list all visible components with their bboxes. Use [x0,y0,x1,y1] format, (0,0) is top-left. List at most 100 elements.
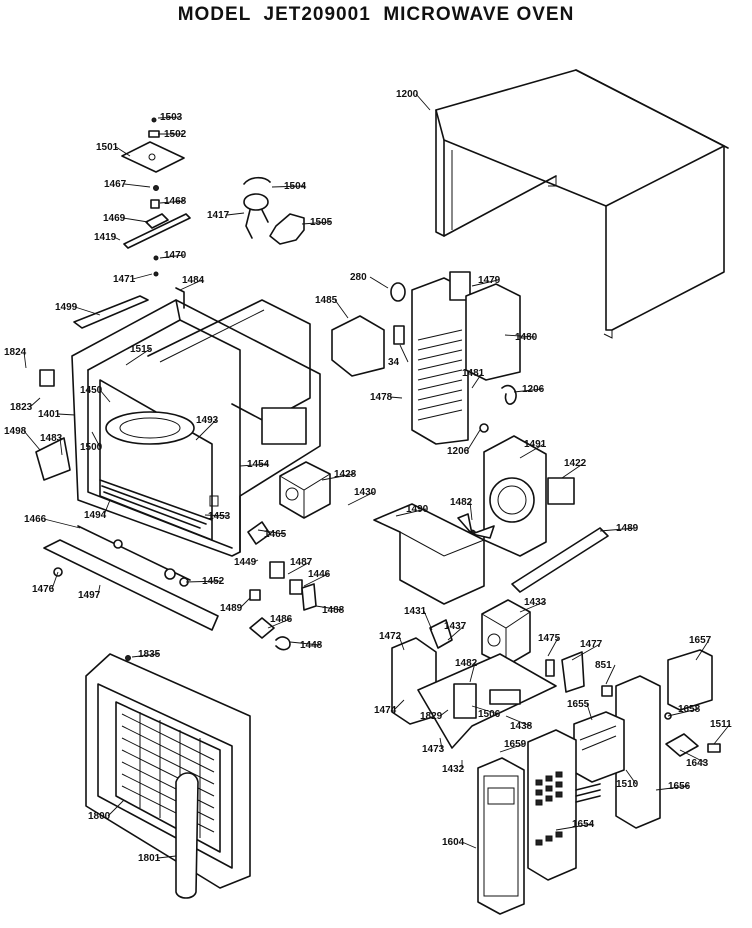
floor-strip-1497 [43,539,219,631]
part-label-p1657: 1657 [689,635,712,646]
part-label-p1417: 1417 [207,210,230,221]
part-label-p851: 851 [595,660,612,671]
part-label-p1501: 1501 [96,142,119,153]
part-label-p1489: 1489 [616,523,639,534]
leader-line-p1501 [115,146,131,157]
back-panel [411,271,521,445]
leader-line-p1486 [267,618,291,629]
leader-line-p1206 [513,388,543,393]
leader-line-p1482 [469,501,473,521]
part-label-p1494: 1494 [84,510,107,521]
handle-1801 [175,772,199,899]
part-label-p1483: 1483 [40,433,63,444]
part-label-p1437: 1437 [444,621,467,632]
door-switch-parts [247,521,317,651]
leader-line-p1431 [423,610,433,631]
door-1800 [85,653,251,889]
lamp-280 [390,282,406,302]
part-label-p1490: 1490 [406,504,429,515]
leader-line-p1468 [159,200,185,204]
leader-line-p1499 [74,306,101,316]
leader-line-p1643 [679,749,707,764]
part-label-p1466: 1466 [24,514,47,525]
part-label-p1471: 1471 [113,274,136,285]
part-label-p1422: 1422 [564,458,587,469]
part-label-p1493: 1493 [196,415,219,426]
leader-line-p1491 [519,443,545,459]
part-label-p1476: 1476 [32,584,55,595]
leader-line-p1438 [505,715,531,727]
leader-line-p1428 [321,473,355,481]
leader-line-p1654 [555,823,593,831]
leader-line-p1497 [97,584,101,596]
leader-line-p1422 [561,462,585,479]
part-label-p1432: 1432 [442,764,465,775]
part-label-p1452: 1452 [202,576,225,587]
top-small-parts [121,117,191,277]
part-label-p1446: 1446 [308,569,331,580]
leader-line-p1482b [469,662,476,683]
leader-line-p1449 [253,559,259,563]
leader-line-p1498 [23,430,41,451]
part-label-p1824: 1824 [4,347,27,358]
leader-line-p1446 [303,573,329,587]
part-label-p1497: 1497 [78,590,101,601]
leader-line-p1489 [599,527,637,532]
part-label-p1200: 1200 [396,89,419,100]
part-label-p1438: 1438 [510,721,533,732]
leader-line-p1835 [131,653,159,658]
leader-line-p1466 [43,518,81,529]
leader-line-p1504 [271,185,305,188]
leader-line-p1489b [239,597,251,609]
leader-line-p1655 [586,703,593,721]
part-label-p1801: 1801 [138,853,161,864]
leader-line-p1506 [471,705,499,715]
bracket-1823 [39,369,55,387]
leader-line-p1505 [301,221,331,225]
part-label-p1659: 1659 [504,739,527,750]
leader-line-p1419 [113,236,121,241]
button-1643 [665,733,699,757]
leader-line-p1481 [471,372,483,389]
leader-line-p1450 [99,389,111,403]
leader-line-p1823 [29,397,41,408]
part-label-p1453: 1453 [208,511,231,522]
leader-line-p1475 [547,637,559,657]
leader-line-p1658 [667,708,699,717]
part-1477 [561,651,585,693]
leader-line-p1471 [132,273,153,280]
part-label-p1480: 1480 [515,332,538,343]
leader-line-p1401 [57,413,76,416]
leader-line-p1469 [122,217,149,223]
leader-line-p1479 [471,279,499,287]
part-label-p1431: 1431 [404,606,427,617]
base-tray-1490 [373,503,485,605]
part-label-p1450: 1450 [80,385,103,396]
part-851 [601,685,613,697]
leader-line-p1493 [195,419,217,441]
part-label-p1503: 1503 [160,112,183,123]
part-label-p1654: 1654 [572,819,595,830]
part-label-p1485: 1485 [315,295,338,306]
leader-line-p1511 [713,723,731,745]
leader-line-p34 [399,344,409,363]
cover-1657 [667,649,713,711]
part-label-p1477: 1477 [580,639,603,650]
part-label-p1484: 1484 [182,275,205,286]
fan-housing [483,435,575,557]
part-label-p1469: 1469 [103,213,126,224]
leader-line-p1477 [571,643,601,661]
leader-line-p1417 [226,212,245,216]
part-label-p1465: 1465 [264,529,287,540]
leader-line-p1487 [287,561,311,575]
part-label-p1449: 1449 [234,557,257,568]
oven-cavity [71,287,321,557]
leader-line-p1437 [447,625,465,641]
leader-line-p1824 [23,351,27,369]
leader-line-p1500 [91,431,101,448]
left-bracket [35,437,71,481]
part-label-p1655: 1655 [567,699,590,710]
part-label-p1481: 1481 [462,368,485,379]
part-label-p1489b: 1489 [220,603,243,614]
